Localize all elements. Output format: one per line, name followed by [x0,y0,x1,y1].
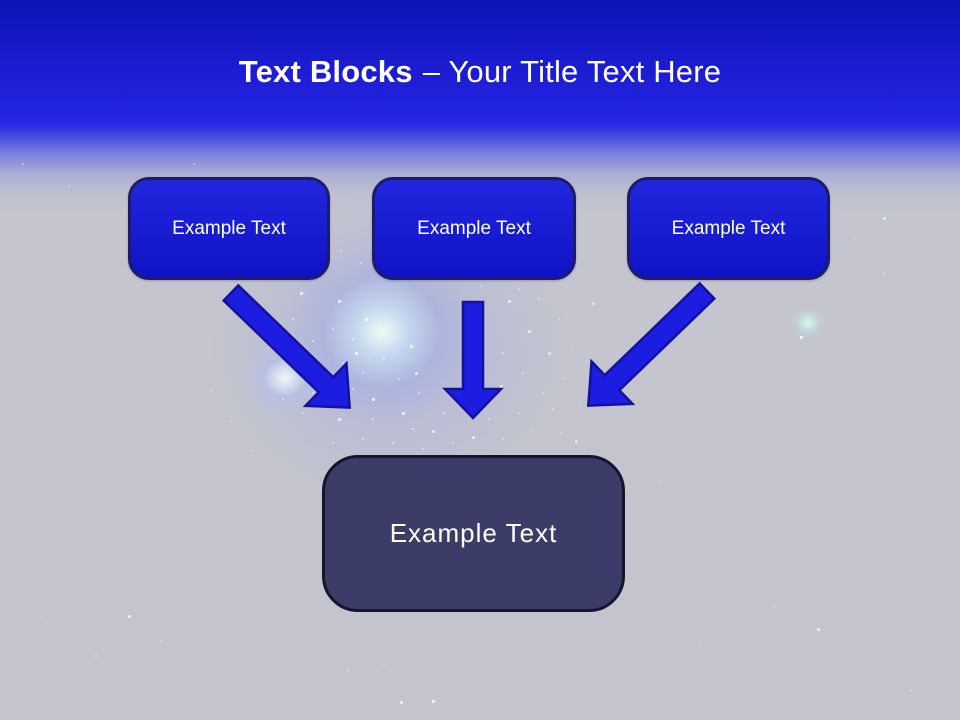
slide-header: Text Blocks – Your Title Text Here [0,0,960,130]
result-block-label: Example Text [389,518,558,548]
text-block-2-label: Example Text [417,217,531,239]
arrow-down-right-icon [221,283,352,409]
text-block-1: Example Text [128,177,330,280]
text-block-2: Example Text [372,177,576,280]
text-block-3: Example Text [627,177,830,280]
text-block-1-label: Example Text [172,217,286,239]
slide-title-topic: Text Blocks [238,54,413,89]
slide-title-subtitle: – Your Title Text Here [422,54,722,89]
arrow-down-left-icon [586,281,717,407]
arrow-down-icon [442,300,504,420]
slide-title: Text Blocks – Your Title Text Here [0,54,960,90]
result-block: Example Text [322,455,625,612]
text-block-3-label: Example Text [671,217,786,239]
